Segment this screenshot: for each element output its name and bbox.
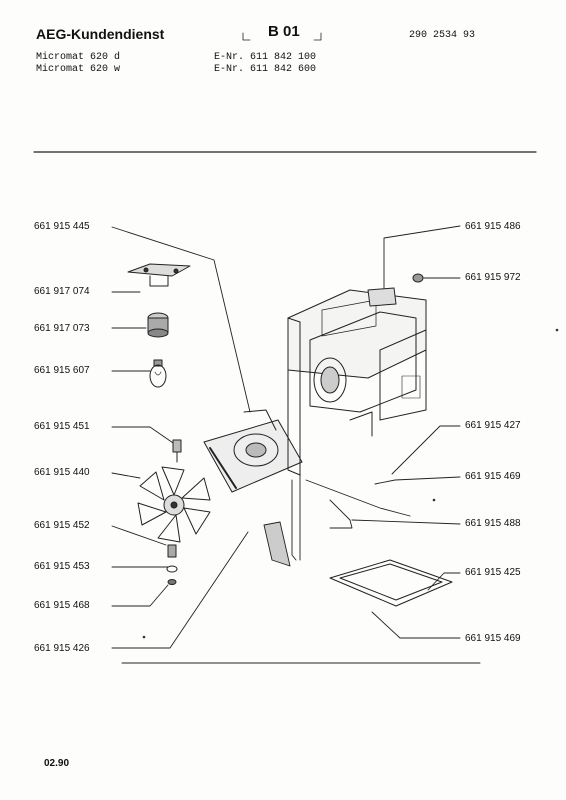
oven-frame-part — [287, 289, 427, 476]
brand-title: AEG-Kundendienst — [36, 26, 165, 42]
model-name-2: Micromat 620 w — [36, 64, 121, 75]
part-number-right: 661 915 469 — [465, 471, 521, 482]
part-number-right: 661 915 425 — [465, 567, 521, 578]
part-number-left: 661 915 453 — [34, 561, 90, 572]
part-number-left: 661 915 440 — [34, 467, 90, 478]
part-number-right: 661 915 488 — [465, 518, 521, 529]
part-number-right: 661 915 972 — [465, 272, 521, 283]
part-number-right: 661 915 486 — [465, 221, 521, 232]
right-leader-lines — [351, 225, 461, 639]
seal-strip-parts — [263, 469, 411, 567]
small-clip-part — [412, 273, 424, 283]
model-enr-2: E-Nr. 611 842 600 — [214, 64, 317, 75]
document-number: 290 2534 93 — [409, 30, 476, 41]
part-number-left: 661 915 451 — [34, 421, 90, 432]
part-number-left: 661 915 607 — [34, 365, 90, 376]
top-vent-part — [367, 287, 397, 307]
fan-housing-part — [203, 409, 303, 493]
fan-wheel-part — [137, 466, 211, 543]
part-number-left: 661 915 468 — [34, 600, 90, 611]
sheet-code-brackets — [242, 32, 322, 41]
model-name-1: Micromat 620 d — [36, 52, 121, 63]
fastener-parts — [166, 544, 178, 585]
part-number-left: 661 917 073 — [34, 323, 90, 334]
part-number-left: 661 915 426 — [34, 643, 90, 654]
issue-date: 02.90 — [44, 758, 70, 769]
part-number-right: 661 915 427 — [465, 420, 521, 431]
left-leader-lines — [111, 226, 251, 649]
glass-tray-part — [329, 559, 453, 607]
part-number-left: 661 915 452 — [34, 520, 90, 531]
part-number-right: 661 915 469 — [465, 633, 521, 644]
lamp-bulb-part — [149, 359, 167, 388]
part-number-left: 661 915 445 — [34, 221, 90, 232]
motor-screw-part — [172, 439, 182, 463]
lamp-socket-part — [147, 312, 169, 338]
bracket-part — [127, 263, 191, 287]
sheet-code: B 01 — [268, 23, 300, 40]
part-number-left: 661 917 074 — [34, 286, 90, 297]
model-enr-1: E-Nr. 611 842 100 — [214, 52, 317, 63]
scan-marks — [142, 328, 559, 639]
